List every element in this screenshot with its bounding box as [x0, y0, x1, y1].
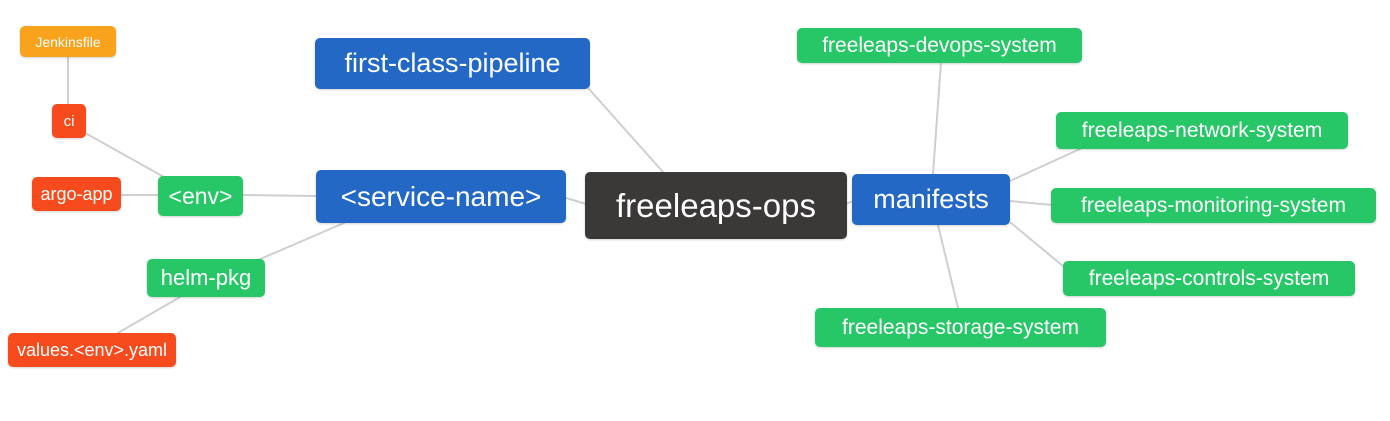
- edge-manifests-devops: [932, 61, 942, 175]
- node-values-env-yaml[interactable]: values.<env>.yaml: [8, 333, 176, 367]
- node-helm-pkg[interactable]: helm-pkg: [147, 259, 265, 297]
- node-ci[interactable]: ci: [52, 104, 86, 138]
- edge-manifests-network: [1009, 147, 1083, 182]
- node-env[interactable]: <env>: [158, 176, 243, 216]
- edge-service-name-ops: [565, 197, 587, 205]
- edge-values-helm-pkg: [117, 296, 181, 334]
- edge-env-service-name: [242, 194, 317, 197]
- node-freeleaps-controls-system[interactable]: freeleaps-controls-system: [1063, 261, 1355, 296]
- node-freeleaps-monitoring-system[interactable]: freeleaps-monitoring-system: [1051, 188, 1376, 223]
- node-freeleaps-ops[interactable]: freeleaps-ops: [585, 172, 847, 239]
- edge-manifests-controls: [1010, 222, 1064, 267]
- node-freeleaps-devops-system[interactable]: freeleaps-devops-system: [797, 28, 1082, 63]
- node-manifests[interactable]: manifests: [852, 174, 1010, 225]
- edge-ci-env: [86, 133, 165, 178]
- edge-ops-manifests: [845, 200, 854, 205]
- edge-manifests-storage: [937, 224, 959, 309]
- edge-manifests-monitoring: [1009, 200, 1053, 206]
- node-freeleaps-storage-system[interactable]: freeleaps-storage-system: [815, 308, 1106, 347]
- node-freeleaps-network-system[interactable]: freeleaps-network-system: [1056, 112, 1348, 149]
- node-service-name[interactable]: <service-name>: [316, 170, 566, 223]
- node-first-class-pipeline[interactable]: first-class-pipeline: [315, 38, 590, 89]
- edge-pipeline-ops: [588, 88, 664, 173]
- node-jenkinsfile[interactable]: Jenkinsfile: [20, 26, 116, 57]
- node-argo-app[interactable]: argo-app: [32, 177, 121, 211]
- edge-helm-pkg-service-name: [257, 222, 345, 261]
